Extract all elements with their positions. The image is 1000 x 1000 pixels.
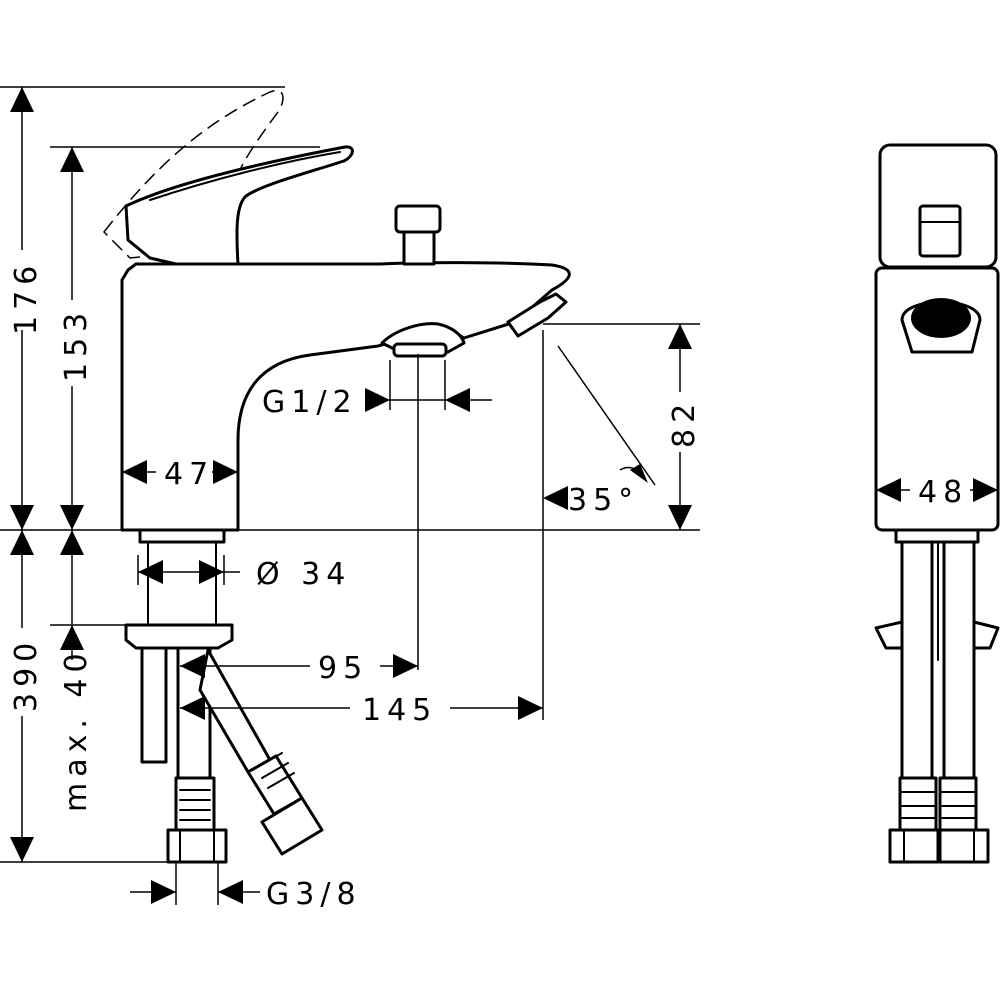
aerator <box>392 342 448 358</box>
dim-side-width: 48 <box>876 474 998 510</box>
dim-outlet-reach: 95 <box>180 651 418 686</box>
extension-lines <box>0 86 700 905</box>
dim-spout-height: 153 <box>56 147 94 530</box>
mounting-shank <box>138 528 226 544</box>
dim-total-height: 176 <box>6 87 44 530</box>
dim-label-153: 153 <box>59 307 94 382</box>
dim-shank-diameter: Ø 34 <box>138 557 351 592</box>
dim-label-g12: G1/2 <box>262 385 358 420</box>
dim-label-48: 48 <box>918 475 968 510</box>
dim-outlet-angle: 35° <box>543 464 648 518</box>
nut-g38-left <box>166 828 228 864</box>
faucet-side-view <box>874 143 1000 864</box>
lever-handle <box>124 145 354 266</box>
dim-label-145: 145 <box>362 693 437 728</box>
dim-connection-thread: G3/8 <box>130 877 362 912</box>
dim-outlet-thread: G1/2 <box>262 385 492 420</box>
dim-label-390: 390 <box>9 637 44 712</box>
dim-label-82: 82 <box>667 398 702 448</box>
dim-label-d34: Ø 34 <box>256 557 351 592</box>
threaded-rod <box>140 646 168 764</box>
dim-hose-length: 390 <box>6 530 44 862</box>
shower-connector <box>506 292 568 338</box>
dim-shower-reach: 145 <box>180 693 543 728</box>
dim-max-deck: max. 40 <box>56 530 94 812</box>
dim-label-max40: max. 40 <box>59 647 94 812</box>
diverter-stem <box>402 228 436 266</box>
mounting-nut <box>124 623 234 650</box>
dim-body-width: 47 <box>122 456 238 492</box>
dim-shower-height: 82 <box>664 324 702 530</box>
nut-g38-angled <box>260 796 324 856</box>
diverter-knob <box>394 204 442 234</box>
dim-label-g38: G3/8 <box>266 877 362 912</box>
dim-label-47: 47 <box>164 457 214 492</box>
dim-label-95: 95 <box>318 651 368 686</box>
dim-label-176: 176 <box>9 260 44 335</box>
dim-label-35: 35° <box>568 483 639 518</box>
